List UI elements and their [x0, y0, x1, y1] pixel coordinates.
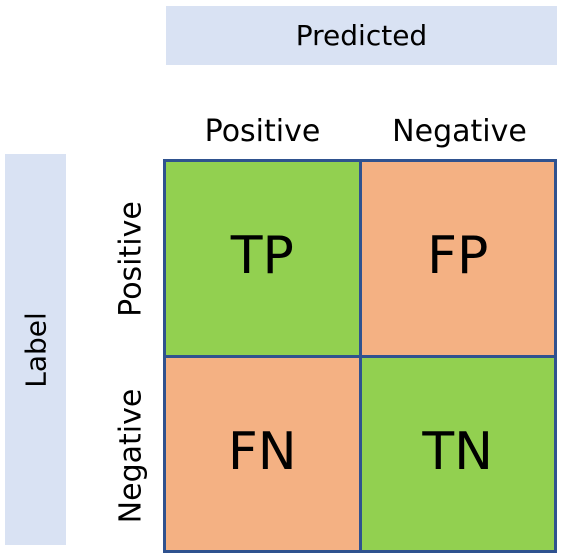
column-header-positive: Positive — [204, 113, 321, 149]
row-header-negative-text: Negative — [113, 388, 149, 523]
row-header-negative: Negative — [108, 358, 154, 553]
confusion-matrix-grid: TP FP FN TN — [163, 159, 557, 553]
cell-false-positive: FP — [361, 162, 554, 355]
row-header-positive: Positive — [108, 161, 154, 356]
label-header: Label — [5, 154, 66, 545]
predicted-header-text: Predicted — [295, 19, 428, 52]
predicted-header: Predicted — [166, 6, 557, 65]
cell-true-positive: TP — [166, 162, 359, 355]
row-header-positive-text: Positive — [113, 200, 149, 317]
column-header-negative: Negative — [392, 113, 527, 149]
label-header-text: Label — [19, 311, 52, 388]
cell-false-negative: FN — [166, 357, 359, 550]
cell-true-negative: TN — [361, 357, 554, 550]
